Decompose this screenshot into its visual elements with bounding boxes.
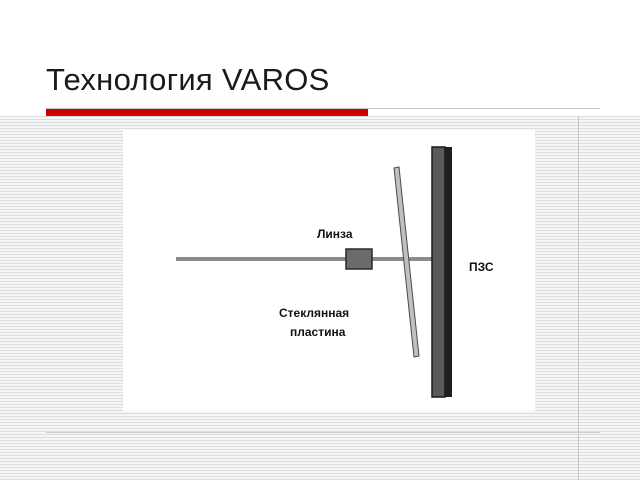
ccd-sensor	[431, 146, 446, 398]
lens-block	[345, 248, 373, 270]
lens-label: Линза	[317, 227, 353, 241]
background-column-line	[578, 116, 579, 480]
title-rule-gray	[46, 108, 600, 109]
background-bottom-line	[46, 432, 600, 433]
glass-plate-label-line2: пластина	[290, 325, 346, 339]
varos-diagram: Линза ПЗС Стеклянная пластина	[176, 146, 494, 398]
slide-title: Технология VAROS	[46, 62, 330, 97]
ccd-label: ПЗС	[469, 260, 494, 274]
ccd-sensor-edge	[445, 147, 452, 397]
glass-plate	[393, 166, 420, 358]
diagram-panel: Линза ПЗС Стеклянная пластина	[123, 130, 535, 411]
title-rule-red	[46, 109, 368, 116]
glass-plate-label-line1: Стеклянная	[279, 306, 349, 320]
